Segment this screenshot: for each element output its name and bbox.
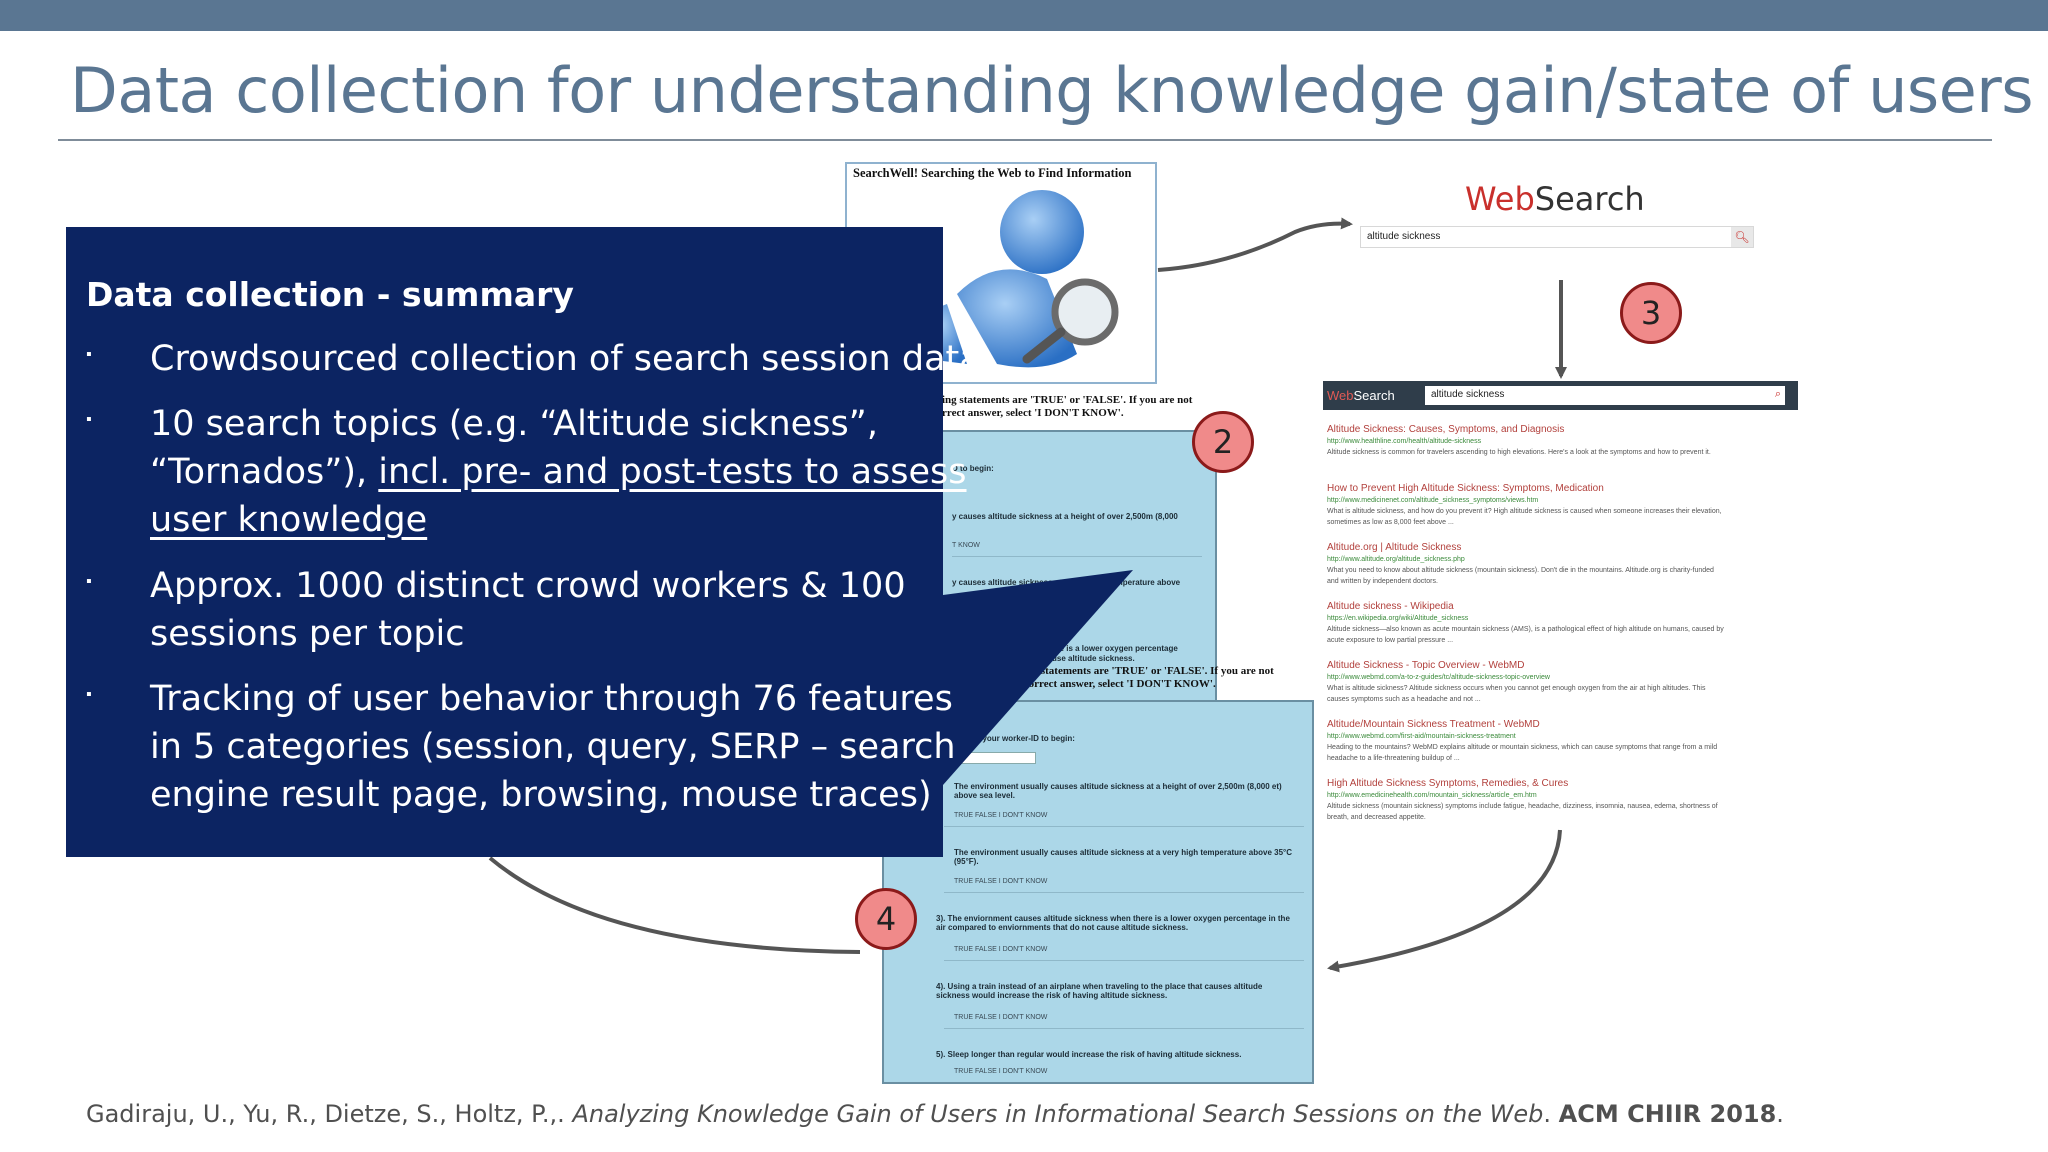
quiz4-divider xyxy=(944,892,1304,893)
result-title[interactable]: Altitude Sickness - Topic Overview - Web… xyxy=(1327,660,1525,671)
serp-result[interactable]: Altitude Sickness - Topic Overview - Web… xyxy=(1327,660,1727,705)
arrow-to-websearch xyxy=(1157,217,1353,272)
arrow-to-start xyxy=(488,856,861,954)
quiz4-divider xyxy=(944,1028,1304,1029)
slide-title: Data collection for understanding knowle… xyxy=(70,54,2034,127)
serp-result[interactable]: Altitude/Mountain Sickness Treatment - W… xyxy=(1327,719,1727,764)
step-3-badge: 3 xyxy=(1620,282,1682,344)
serp-result[interactable]: Altitude.org | Altitude Sickness http://… xyxy=(1327,542,1727,587)
serp-result[interactable]: Altitude sickness - Wikipedia https://en… xyxy=(1327,601,1727,646)
bullet-4-line-1: Tracking of user behavior through 76 fea… xyxy=(150,679,953,719)
citation: Gadiraju, U., Yu, R., Dietze, S., Holtz,… xyxy=(86,1100,1784,1128)
result-title[interactable]: Altitude/Mountain Sickness Treatment - W… xyxy=(1327,719,1540,730)
result-snippet: Altitude sickness (mountain sickness) sy… xyxy=(1327,803,1718,821)
result-url: http://www.emedicinehealth.com/mountain_… xyxy=(1327,792,1537,799)
serp-search-input[interactable]: altitude sickness ⌕ xyxy=(1425,386,1785,405)
result-snippet: What is altitude sickness? Altitude sick… xyxy=(1327,685,1706,703)
quiz-options[interactable]: TRUE FALSE I DON'T KNOW xyxy=(954,1068,1048,1075)
quiz4-question: The environment usually causes altitude … xyxy=(954,782,1282,800)
bullet-1-text: Crowdsourced collection of search sessio… xyxy=(150,339,981,379)
quiz4-question: The environment usually causes altitude … xyxy=(954,848,1292,866)
search-icon[interactable]: 🔍︎ xyxy=(1731,227,1753,247)
websearch-logo: WebSearch xyxy=(1465,180,1645,218)
quiz2-divider xyxy=(952,556,1202,557)
summary-heading: Data collection - summary xyxy=(86,275,574,314)
quiz-instruction-1: ing statements are 'TRUE' or 'FALSE'. If… xyxy=(942,394,1193,406)
result-title[interactable]: High Altitude Sickness Symptoms, Remedie… xyxy=(1327,778,1569,789)
result-snippet: Altitude sickness is common for traveler… xyxy=(1327,449,1711,456)
bullet-3-line-1: Approx. 1000 distinct crowd workers & 10… xyxy=(150,566,906,606)
serp-header: WebSearch altitude sickness ⌕ xyxy=(1323,381,1798,410)
step-4-badge: 4 xyxy=(855,888,917,950)
title-divider xyxy=(58,139,1992,141)
quiz-options[interactable]: TRUE FALSE I DON'T KNOW xyxy=(954,1014,1048,1021)
quiz2-line: y causes altitude sickness at a height o… xyxy=(952,512,1178,521)
searchwell-screenshot: SearchWell! Searching the Web to Find In… xyxy=(845,162,1157,384)
result-snippet: Altitude sickness—also known as acute mo… xyxy=(1327,626,1724,644)
quiz4-question: 4). Using a train instead of an airplane… xyxy=(936,982,1263,1000)
bullet-3-line-2: sessions per topic xyxy=(150,614,465,654)
bullet-4-line-3: engine result page, browsing, mouse trac… xyxy=(150,775,932,815)
result-title[interactable]: Altitude.org | Altitude Sickness xyxy=(1327,542,1462,553)
websearch-search-input[interactable]: altitude sickness 🔍︎ xyxy=(1360,226,1754,248)
summary-panel: Data collection - summary ▪ Crowdsourced… xyxy=(66,227,981,857)
quiz2-line: T KNOW xyxy=(952,542,980,549)
serp-result[interactable]: How to Prevent High Altitude Sickness: S… xyxy=(1327,483,1727,528)
bullet-4-line-2: in 5 categories (session, query, SERP – … xyxy=(150,727,956,767)
result-url: https://en.wikipedia.org/wiki/Altitude_s… xyxy=(1327,615,1469,622)
searchwell-title: SearchWell! Searching the Web to Find In… xyxy=(853,166,1132,180)
search-icon[interactable]: ⌕ xyxy=(1774,388,1781,400)
quiz-options[interactable]: TRUE FALSE I DON'T KNOW xyxy=(954,878,1048,885)
result-snippet: Heading to the mountains? WebMD explains… xyxy=(1327,744,1718,762)
result-title[interactable]: How to Prevent High Altitude Sickness: S… xyxy=(1327,483,1604,494)
bullet-2-line-3: user knowledge xyxy=(150,500,428,540)
result-title[interactable]: Altitude sickness - Wikipedia xyxy=(1327,601,1454,612)
bullet-marker: ▪ xyxy=(86,686,92,703)
serp-result[interactable]: Altitude Sickness: Causes, Symptoms, and… xyxy=(1327,424,1727,458)
result-url: http://www.healthline.com/health/altitud… xyxy=(1327,438,1482,445)
result-snippet: What you need to know about altitude sic… xyxy=(1327,567,1714,585)
result-title[interactable]: Altitude Sickness: Causes, Symptoms, and… xyxy=(1327,424,1565,435)
quiz4-question: 5). Sleep longer than regular would incr… xyxy=(936,1050,1242,1059)
bullet-2-line-1: 10 search topics (e.g. “Altitude sicknes… xyxy=(150,404,878,444)
quiz2-line: D to begin: xyxy=(952,464,994,473)
top-bar xyxy=(0,0,2048,31)
quiz-options[interactable]: TRUE FALSE I DON'T KNOW xyxy=(954,946,1048,953)
serp-logo: WebSearch xyxy=(1327,388,1395,403)
result-url: http://www.altitude.org/altitude_sicknes… xyxy=(1327,556,1465,563)
quiz4-question: 3). The enviornment causes altitude sick… xyxy=(936,914,1290,932)
quiz-options[interactable]: TRUE FALSE I DON'T KNOW xyxy=(954,812,1048,819)
quiz4-divider xyxy=(944,826,1304,827)
bullet-marker: ▪ xyxy=(86,573,92,590)
quiz4-divider xyxy=(944,960,1304,961)
bullet-2-underlined: incl. pre- and post-tests to assess xyxy=(378,452,967,492)
serp-result[interactable]: High Altitude Sickness Symptoms, Remedie… xyxy=(1327,778,1727,823)
arrow-to-posttest xyxy=(1327,829,1562,973)
bullet-marker: ▪ xyxy=(86,346,92,363)
result-url: http://www.medicinenet.com/altitude_sick… xyxy=(1327,497,1539,504)
bullet-marker: ▪ xyxy=(86,411,92,428)
step-2-badge: 2 xyxy=(1192,411,1254,473)
serp-query-text: altitude sickness xyxy=(1431,389,1505,400)
result-url: http://www.webmd.com/first-aid/mountain-… xyxy=(1327,733,1516,740)
bullet-2-line-2: “Tornados”), incl. pre- and post-tests t… xyxy=(150,452,967,492)
result-snippet: What is altitude sickness, and how do yo… xyxy=(1327,508,1722,526)
quiz-instruction-2: rrect answer, select 'I DON'T KNOW'. xyxy=(942,407,1124,419)
result-url: http://www.webmd.com/a-to-z-guides/tc/al… xyxy=(1327,674,1550,681)
search-query-text: altitude sickness xyxy=(1367,231,1441,242)
